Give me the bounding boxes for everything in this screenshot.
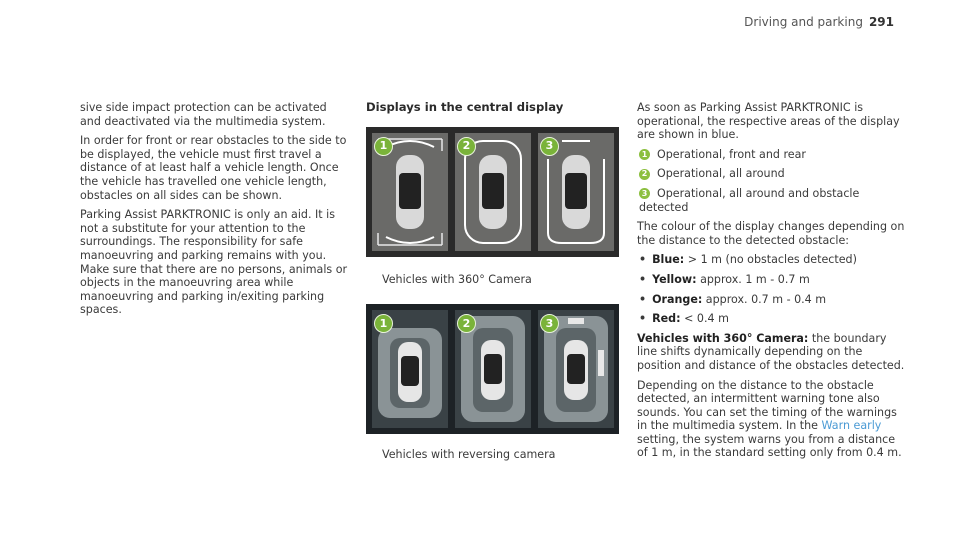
badge-r3: 3 bbox=[540, 314, 559, 334]
number-badge-3: 3 bbox=[639, 188, 650, 200]
bullet-orange: •Orange: approx. 0.7 m - 0.4 m bbox=[639, 292, 827, 306]
reversing-panel-1: 1 bbox=[372, 310, 448, 429]
number-badge-2: 2 bbox=[639, 168, 650, 180]
badge-2: 2 bbox=[457, 136, 476, 156]
badge-r2: 2 bbox=[457, 314, 476, 334]
display-panel-3: 3 bbox=[538, 132, 614, 251]
section-heading: Displays in the central display bbox=[366, 100, 564, 114]
paragraph-aid-warning: Parking Assist PARKTRONIC is only an aid… bbox=[80, 208, 348, 317]
caption-reversing-camera: Vehicles with reversing camera bbox=[382, 448, 556, 462]
section-title: Driving and parking bbox=[744, 15, 863, 29]
paragraph-colour: The colour of the display changes depend… bbox=[637, 220, 905, 247]
display-panel-1: 1 bbox=[372, 132, 448, 251]
badge-r1: 1 bbox=[374, 314, 393, 334]
badge-3: 3 bbox=[540, 136, 559, 156]
number-badge-1: 1 bbox=[639, 149, 650, 161]
column-middle: Displays in the central display 1 2 bbox=[366, 100, 621, 462]
display-panel-2: 2 bbox=[455, 132, 531, 251]
page-number: 291 bbox=[868, 15, 894, 29]
paragraph-obstacle-display: In order for front or rear obstacles to … bbox=[80, 134, 347, 202]
figure-360-camera: 1 2 3 bbox=[366, 126, 619, 257]
caption-360-camera: Vehicles with 360° Camera bbox=[382, 272, 532, 286]
bullet-red: •Red: < 0.4 m bbox=[639, 312, 729, 326]
page-header: Driving and parking 291 bbox=[744, 15, 894, 29]
warn-early-link[interactable]: Warn early bbox=[821, 419, 882, 433]
reversing-panel-3: 3 bbox=[538, 310, 614, 429]
figure-reversing-camera: 1 2 3 bbox=[366, 304, 619, 435]
paragraph-camera: Vehicles with 360° Camera: the boundary … bbox=[637, 331, 905, 372]
paragraph-intro: As soon as Parking Assist PARKTRONIC is … bbox=[637, 101, 900, 142]
column-left: sive side impact protection can be activ… bbox=[80, 101, 350, 323]
badge-1: 1 bbox=[374, 136, 393, 156]
reversing-panel-2: 2 bbox=[455, 310, 531, 429]
bullet-yellow: •Yellow: approx. 1 m - 0.7 m bbox=[639, 272, 810, 286]
paragraph-side-protection: sive side impact protection can be activ… bbox=[80, 101, 327, 128]
bullet-blue: •Blue: > 1 m (no obstacles detected) bbox=[639, 253, 857, 267]
paragraph-warning: Depending on the distance to the obstacl… bbox=[637, 378, 902, 460]
column-right: As soon as Parking Assist PARKTRONIC is … bbox=[637, 101, 907, 466]
